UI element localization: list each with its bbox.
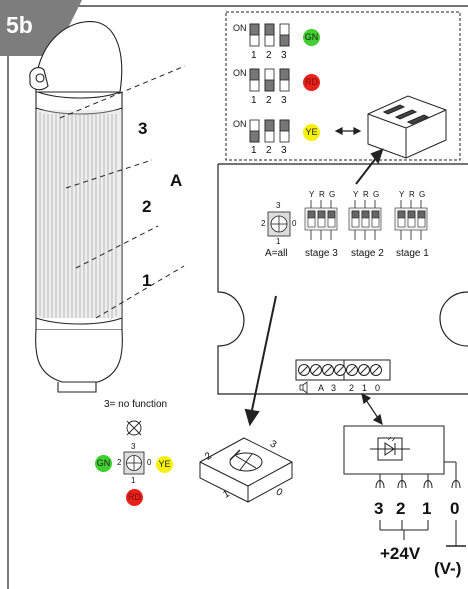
tower-lens-texture	[39, 112, 117, 318]
terminal-label-0: 0	[375, 383, 381, 393]
arrow-to-rotary-detail	[244, 295, 277, 427]
stage1-y: Y	[399, 190, 405, 199]
zone-lines	[59, 65, 186, 319]
board-rotary-num-right: 0	[292, 219, 297, 228]
stage2-g: G	[373, 190, 380, 199]
speaker-icon	[299, 381, 308, 394]
arrow-to-dip-block	[355, 148, 384, 185]
control-board	[217, 163, 468, 395]
terminal-label-a: A	[318, 383, 325, 393]
legend-ye-dot: YE	[156, 456, 173, 473]
device-leads	[375, 461, 466, 547]
legend-gn-dot: GN	[95, 455, 112, 472]
double-arrow	[334, 127, 362, 135]
rotary-switch-3d	[199, 437, 293, 503]
wire-terminal-3: 3	[374, 499, 384, 518]
ground-label: (V-)	[434, 559, 462, 578]
dip-switches-legend	[249, 23, 290, 143]
board-rotary-num-left: 2	[261, 219, 266, 228]
dip-num-1-2: 2	[266, 50, 272, 61]
dip-num-2-3: 3	[281, 95, 287, 106]
dip-on-label-2: ON	[233, 68, 247, 78]
legend-rd-dot: RD	[126, 489, 143, 506]
stage-dip-switches	[304, 207, 428, 231]
stage-pins	[310, 200, 422, 240]
zone-a-label: A	[170, 171, 183, 190]
legend-num-left: 2	[117, 458, 122, 467]
terminal-label-3: 3	[331, 383, 337, 393]
yellow-indicator-dot: YE	[303, 124, 320, 141]
legend-num-right: 0	[147, 458, 152, 467]
green-indicator-dot: GN	[303, 29, 320, 46]
dip-on-label-1: ON	[233, 23, 247, 33]
legend-num-bottom: 1	[131, 476, 136, 485]
zone-2-label: 2	[142, 197, 152, 216]
supply-label: +24V	[380, 544, 421, 563]
dip-num-1-3: 3	[281, 50, 287, 61]
zone-1-label: 1	[142, 271, 152, 290]
red-indicator-dot: RD	[303, 74, 320, 91]
dip-legend-box	[225, 11, 461, 161]
wire-terminal-2: 2	[396, 499, 406, 518]
board-rotary-num-bottom: 1	[276, 237, 281, 246]
board-rotary-switch	[267, 211, 291, 237]
dip-num-2-2: 2	[266, 95, 272, 106]
rotary-caption: A=all	[265, 248, 288, 259]
terminal-block	[295, 359, 391, 381]
zone-3-label: 3	[138, 119, 148, 138]
dip-num-3-1: 1	[251, 145, 257, 156]
stage-2-label: stage 2	[351, 248, 384, 259]
stage-1-label: stage 1	[396, 248, 429, 259]
stage1-g: G	[419, 190, 426, 199]
terminal-label-2: 2	[349, 383, 355, 393]
stage2-r: R	[363, 190, 369, 199]
no-function-note: 3= no function	[104, 399, 168, 410]
dip-num-2-1: 1	[251, 95, 257, 106]
wire-terminal-1: 1	[422, 499, 432, 518]
stage3-g: G	[329, 190, 336, 199]
device-box	[343, 425, 445, 475]
legend-num-top: 3	[131, 442, 136, 451]
figure-label: 5b	[6, 12, 33, 38]
dip-on-label-3: ON	[233, 119, 247, 129]
figure-badge	[0, 0, 82, 56]
dip-num-3-2: 2	[266, 145, 272, 156]
dip-num-3-3: 3	[281, 145, 287, 156]
dip-num-1-1: 1	[251, 50, 257, 61]
dip-block-3d	[367, 95, 447, 159]
rotary-legend-switch	[123, 451, 145, 475]
stage3-r: R	[319, 190, 325, 199]
connection-arrow	[361, 392, 383, 426]
stage3-y: Y	[309, 190, 315, 199]
stage2-y: Y	[353, 190, 359, 199]
stage-3-label: stage 3	[305, 248, 338, 259]
board-rotary-num-top: 3	[276, 201, 281, 210]
no-function-icon	[126, 420, 142, 436]
terminal-label-1: 1	[362, 383, 368, 393]
stage1-r: R	[409, 190, 415, 199]
wire-terminal-0: 0	[450, 499, 460, 518]
